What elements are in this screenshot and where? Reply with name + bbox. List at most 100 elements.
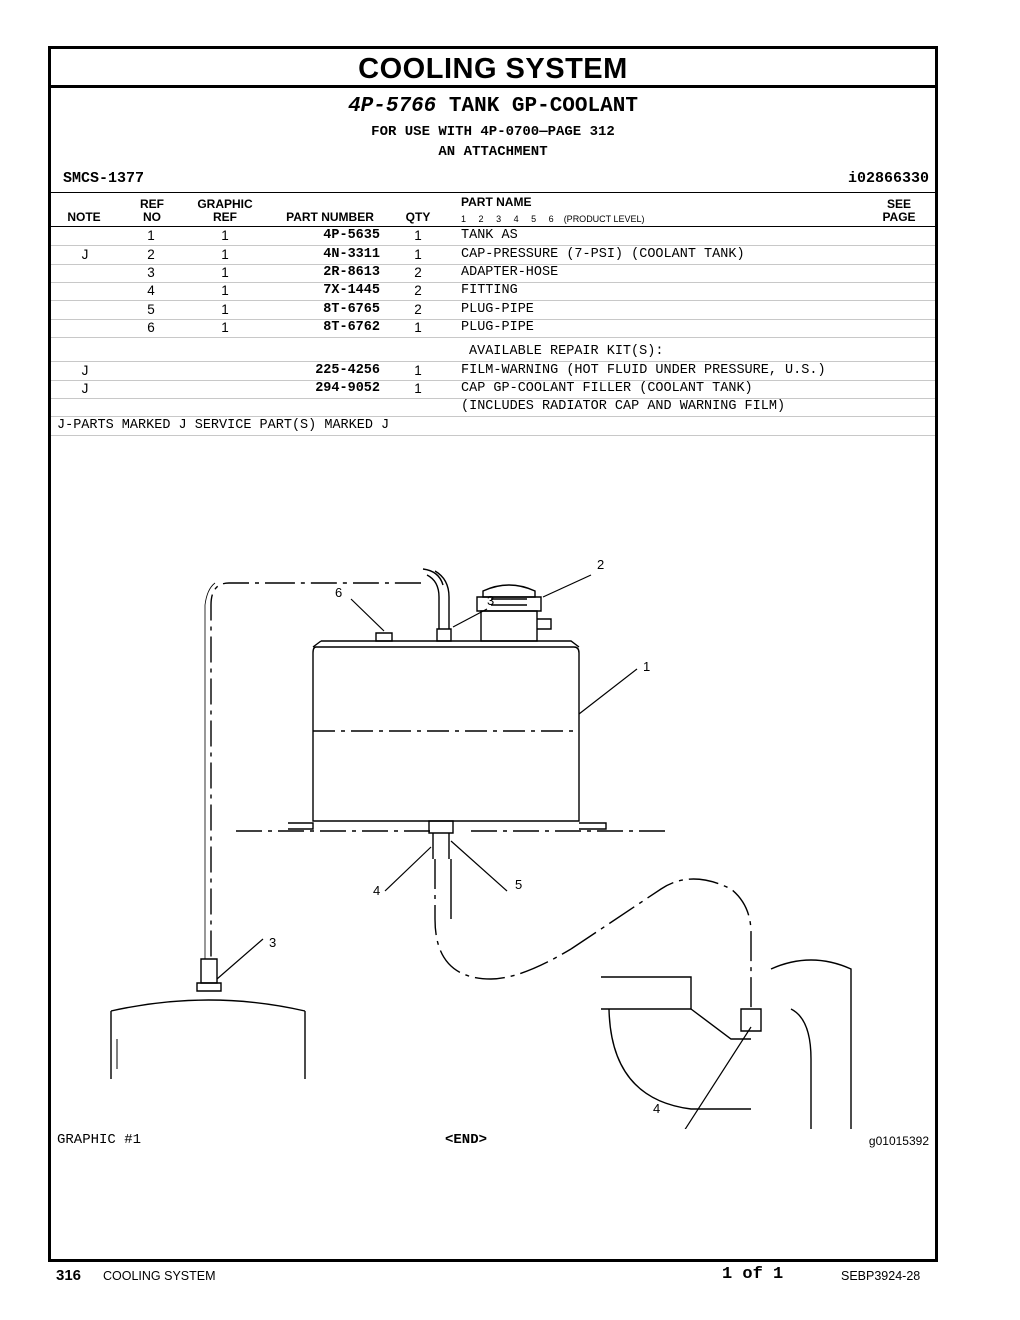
cell-part-number: 294-9052: [315, 381, 380, 396]
group-part-number: 4P-5766: [348, 95, 437, 118]
table-row: J 225-4256 1 FILM-WARNING (HOT FLUID UND…: [51, 362, 935, 381]
graphic-label: GRAPHIC #1: [57, 1132, 142, 1148]
col-ref-line1: REF: [140, 197, 164, 211]
level-3: 3: [496, 214, 502, 224]
col-qty: QTY: [405, 210, 431, 224]
cell-part-name: CAP GP-COOLANT FILLER (COOLANT TANK): [461, 381, 753, 396]
col-ref-no: REF NO: [131, 198, 173, 224]
cell-part-name: PLUG-PIPE: [461, 302, 534, 317]
footer-section: COOLING SYSTEM: [103, 1269, 216, 1283]
title-rule: [51, 85, 935, 88]
footnote-row: J-PARTS MARKED J SERVICE PART(S) MARKED …: [51, 417, 935, 436]
cell-qty: 1: [414, 363, 422, 378]
cell-note: J: [81, 363, 89, 378]
table-row: 3 1 2R-8613 2 ADAPTER-HOSE: [51, 264, 935, 283]
cell-qty: 2: [414, 283, 422, 298]
cell-qty: 2: [414, 265, 422, 280]
footer-page-number: 316: [56, 1267, 82, 1284]
col-graphic-ref: GRAPHIC REF: [191, 198, 259, 224]
col-part-name: PART NAME: [461, 195, 532, 209]
cell-part-number: 4N-3311: [323, 247, 380, 262]
level-2: 2: [478, 214, 484, 224]
callout-4: 4: [653, 1101, 660, 1116]
footnote: J-PARTS MARKED J SERVICE PART(S) MARKED …: [57, 418, 390, 433]
cell-part-number: 7X-1445: [323, 283, 380, 298]
cell-part-number: 8T-6765: [323, 302, 380, 317]
callout-3: 3: [487, 593, 494, 608]
cell-ref: 6: [147, 320, 155, 335]
attachment-line: AN ATTACHMENT: [438, 144, 548, 160]
cell-note: J: [81, 247, 89, 262]
table-row: 1 1 4P-5635 1 TANK AS: [51, 227, 935, 246]
cell-graphic: 1: [221, 320, 229, 335]
smcs-code: SMCS-1377: [63, 170, 145, 187]
level-5: 5: [531, 214, 537, 224]
cell-graphic: 1: [221, 247, 229, 262]
col-part-number: PART NUMBER: [286, 210, 374, 224]
illustration-id: i02866330: [847, 170, 929, 187]
cell-part-name: CAP-PRESSURE (7-PSI) (COOLANT TANK): [461, 247, 745, 262]
cell-part-name: PLUG-PIPE: [461, 320, 534, 335]
table-row: 6 1 8T-6762 1 PLUG-PIPE: [51, 319, 935, 338]
footer-page-count: 1 of 1: [722, 1265, 784, 1284]
cell-qty: 1: [414, 247, 422, 262]
header-rule: [51, 192, 935, 193]
footer-document-id: SEBP3924-28: [841, 1269, 921, 1283]
callout-1: 1: [643, 659, 650, 674]
table-row: J 294-9052 1 CAP GP-COOLANT FILLER (COOL…: [51, 380, 935, 399]
product-level-label: (PRODUCT LEVEL): [563, 214, 645, 224]
cell-graphic: 1: [221, 302, 229, 317]
cell-graphic: 1: [221, 283, 229, 298]
cell-part-name: TANK AS: [461, 228, 518, 243]
cell-part-number: 4P-5635: [323, 228, 380, 243]
col-see-line1: SEE: [886, 197, 911, 211]
cell-part-number: 225-4256: [315, 363, 380, 378]
page-frame: COOLING SYSTEM 4P-5766 TANK GP-COOLANT F…: [48, 46, 938, 1262]
table-row: AVAILABLE REPAIR KIT(S):: [51, 343, 935, 362]
level-1: 1: [461, 214, 467, 224]
graphic-id: g01015392: [868, 1134, 929, 1148]
col-see-line2: PAGE: [882, 210, 916, 224]
end-marker: <END>: [445, 1132, 488, 1148]
cell-part-name: FILM-WARNING (HOT FLUID UNDER PRESSURE, …: [461, 363, 826, 378]
table-row: 4 1 7X-1445 2 FITTING: [51, 282, 935, 301]
cell-part-number: 8T-6762: [323, 320, 380, 335]
repair-kit-continuation: (INCLUDES RADIATOR CAP AND WARNING FILM): [461, 399, 786, 414]
cell-ref: 3: [147, 265, 155, 280]
table-row: J 2 1 4N-3311 1 CAP-PRESSURE (7-PSI) (CO…: [51, 246, 935, 265]
callout-5: 5: [515, 877, 522, 892]
cell-graphic: 1: [221, 265, 229, 280]
cell-part-name: ADAPTER-HOSE: [461, 265, 559, 280]
cell-qty: 1: [414, 381, 422, 396]
cell-part-name: FITTING: [461, 283, 518, 298]
cell-graphic: 1: [221, 228, 229, 243]
col-see-page: SEE PAGE: [877, 198, 921, 224]
callout-6: 6: [335, 585, 342, 600]
cell-ref: 2: [147, 247, 155, 262]
repair-kits-heading: AVAILABLE REPAIR KIT(S):: [469, 344, 664, 359]
cell-qty: 1: [414, 320, 422, 335]
group-name: TANK GP-COOLANT: [448, 95, 638, 118]
col-ref-line2: NO: [143, 210, 161, 224]
callout-3: 3: [269, 935, 276, 950]
column-header-rule: [51, 226, 935, 227]
cell-ref: 4: [147, 283, 155, 298]
use-line: FOR USE WITH 4P-0700—PAGE 312: [371, 124, 615, 140]
table-row: (INCLUDES RADIATOR CAP AND WARNING FILM): [51, 398, 935, 417]
level-6: 6: [548, 214, 554, 224]
coolant-tank-illustration: 3 2 6 1 3 4 5 4: [110, 557, 852, 1129]
cell-part-number: 2R-8613: [323, 265, 380, 280]
cell-qty: 2: [414, 302, 422, 317]
section-title: COOLING SYSTEM: [358, 53, 628, 85]
col-graphic-line1: GRAPHIC: [197, 197, 253, 211]
table-row: 5 1 8T-6765 2 PLUG-PIPE: [51, 301, 935, 320]
product-levels: 1 2 3 4 5 6 (PRODUCT LEVEL): [461, 214, 645, 224]
cell-ref: 1: [147, 228, 155, 243]
callout-4: 4: [373, 883, 380, 898]
callout-2: 2: [597, 557, 604, 572]
cell-qty: 1: [414, 228, 422, 243]
cell-note: J: [81, 381, 89, 396]
group-heading: 4P-5766 TANK GP-COOLANT: [51, 95, 935, 118]
col-note: NOTE: [67, 210, 101, 224]
col-graphic-line2: REF: [213, 210, 237, 224]
